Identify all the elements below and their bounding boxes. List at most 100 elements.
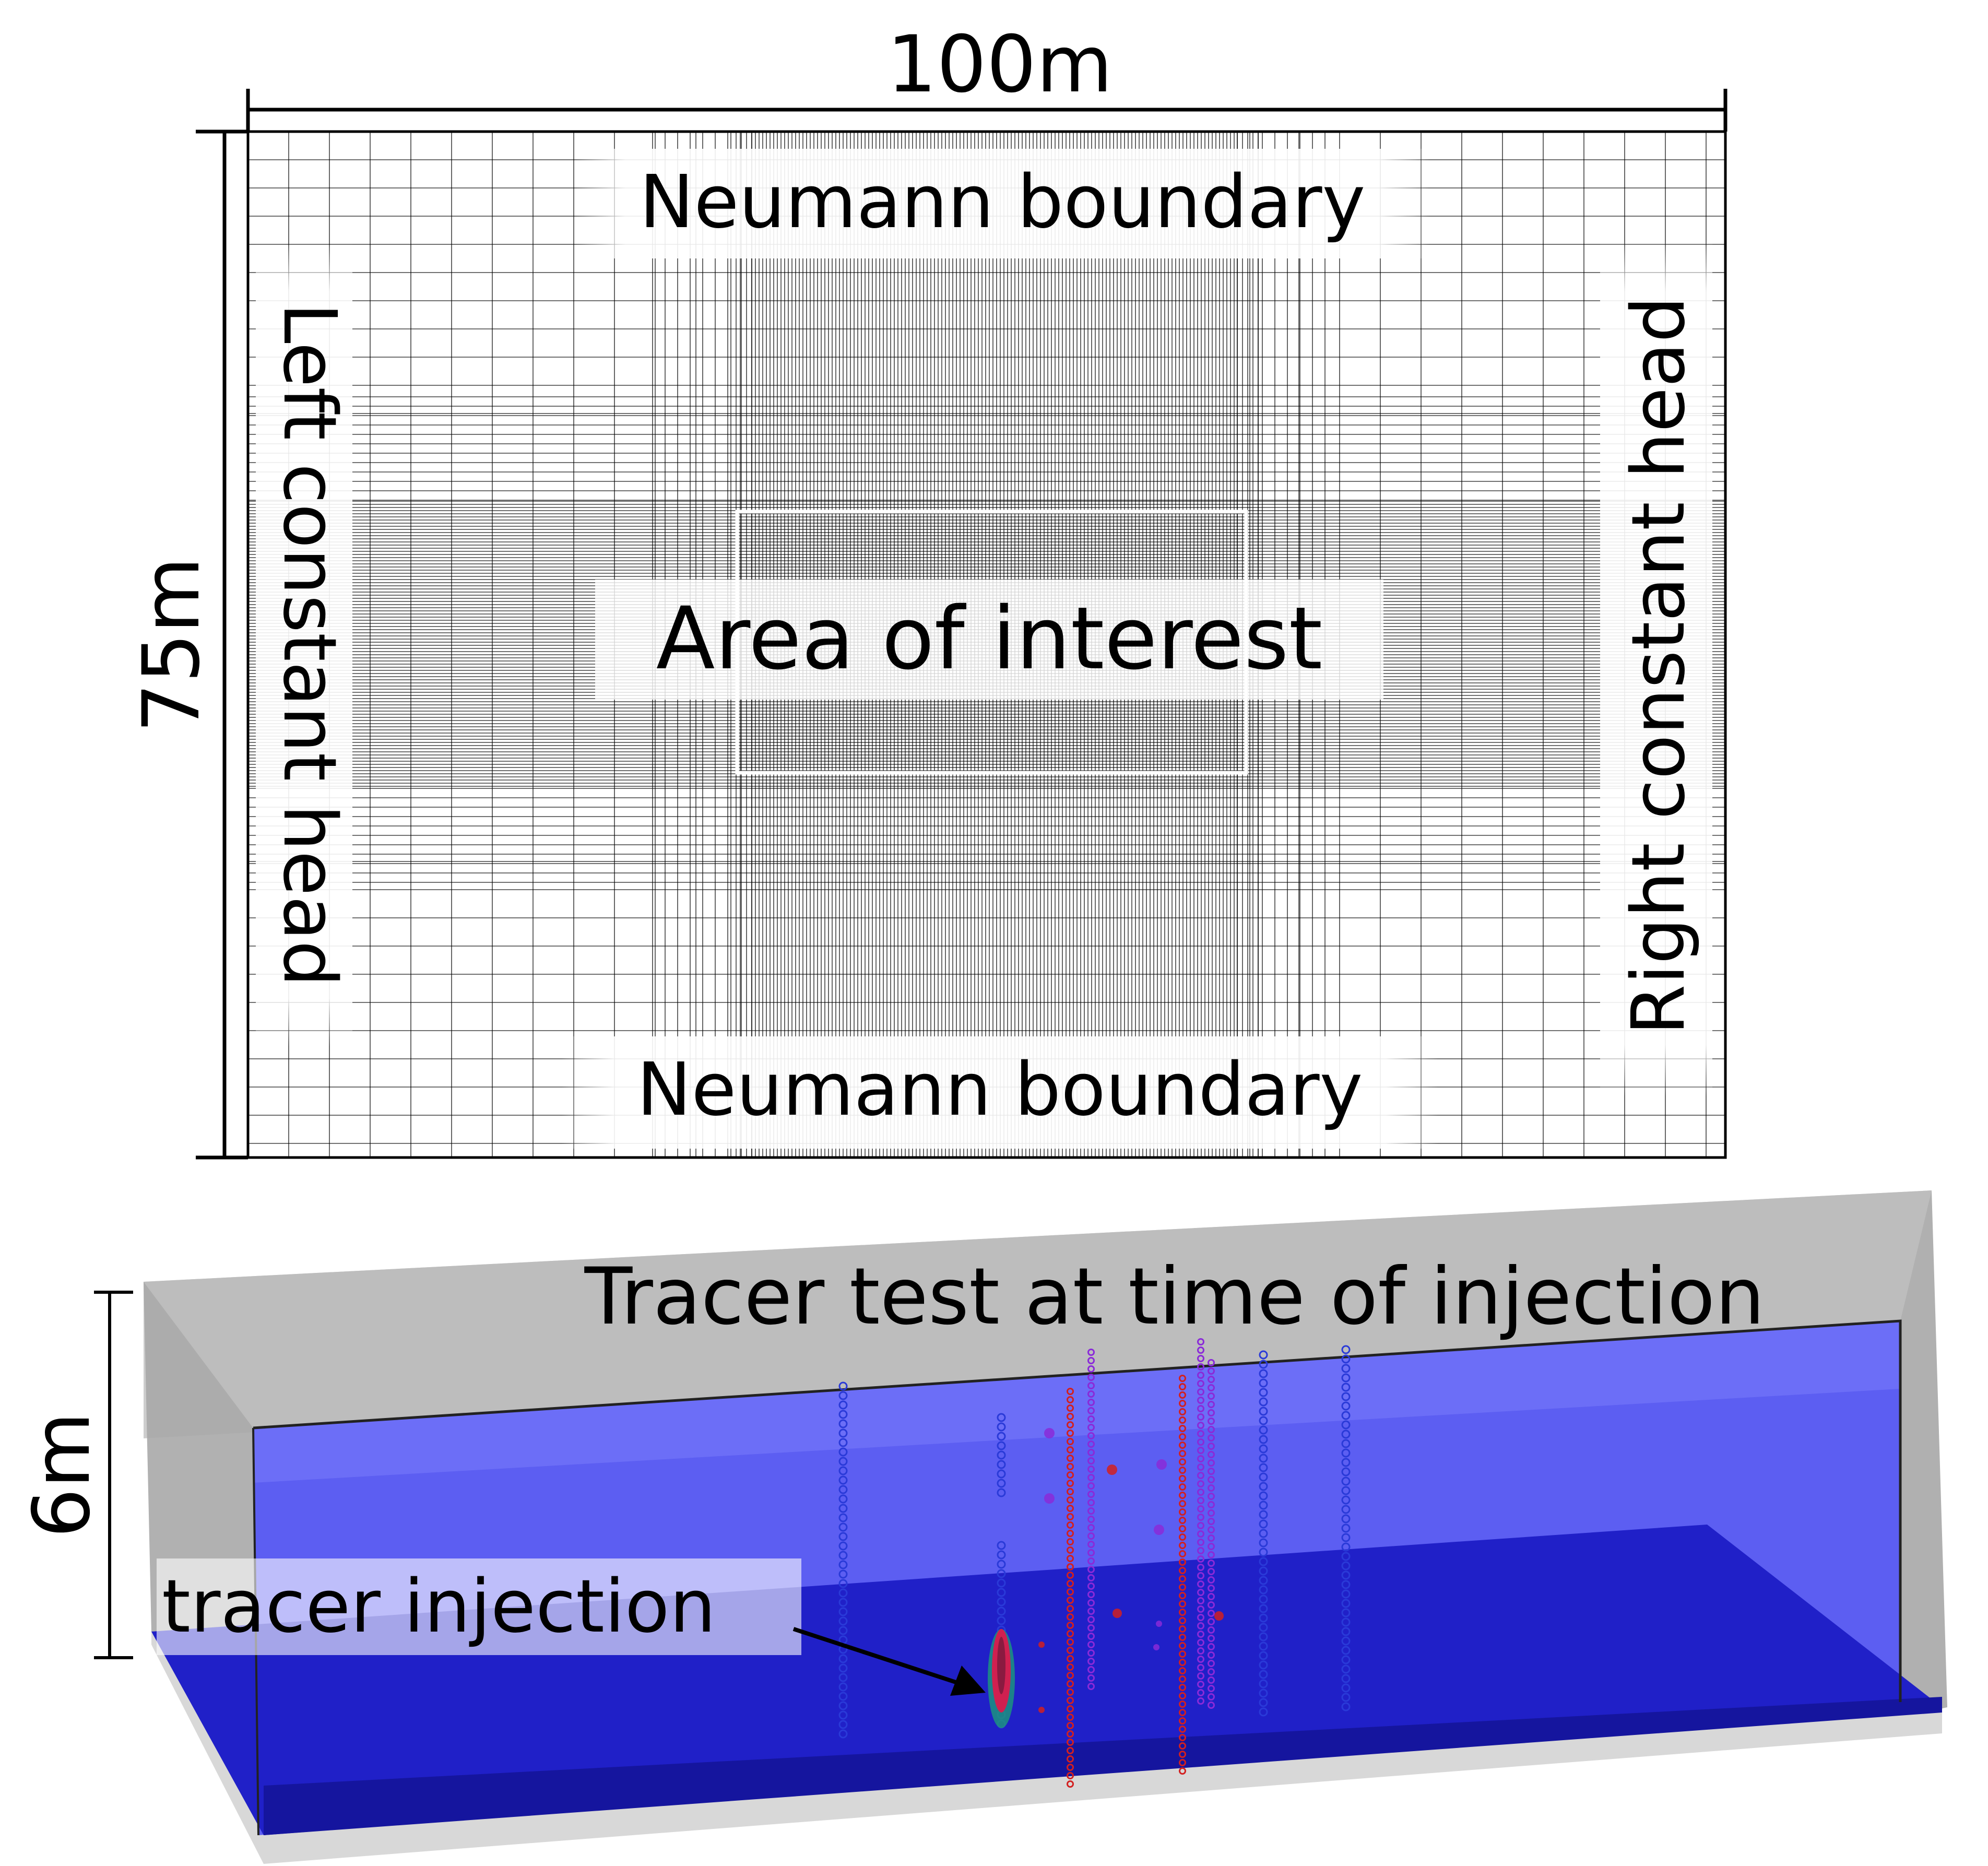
- sensor-point: [1208, 1685, 1215, 1692]
- mesh-border: [246, 130, 1727, 1159]
- sensor-point: [1179, 1533, 1186, 1541]
- sensor-point: [1208, 1426, 1215, 1433]
- sensor-point: [1179, 1575, 1186, 1582]
- sensor-point: [1259, 1604, 1268, 1613]
- sensor-point: [1208, 1668, 1215, 1675]
- sensor-point: [1179, 1767, 1186, 1775]
- sensor-point: [1197, 1489, 1204, 1496]
- sensor-point: [1087, 1382, 1095, 1389]
- sensor-point: [1197, 1388, 1204, 1396]
- sensor-point: [1208, 1601, 1215, 1609]
- sensor-point: [1341, 1636, 1351, 1646]
- left-boundary-label-bg: [256, 243, 352, 1047]
- sensor-point: [1087, 1516, 1095, 1523]
- sensor-point: [1208, 1409, 1215, 1416]
- sensor-point: [1259, 1679, 1268, 1688]
- sensor-point: [1208, 1484, 1215, 1492]
- sensor-point: [1197, 1372, 1204, 1379]
- sensor-point: [1259, 1613, 1268, 1623]
- sensor-point: [1197, 1447, 1204, 1454]
- sensor-point: [1208, 1635, 1215, 1642]
- sensor-point: [1197, 1605, 1204, 1613]
- sensor-point: [838, 1400, 848, 1410]
- sensor-point: [1067, 1538, 1074, 1545]
- sensor-point: [1197, 1463, 1204, 1471]
- sensor-point: [1341, 1401, 1351, 1411]
- sensor-point: [1067, 1663, 1074, 1671]
- sensor-point: [1208, 1392, 1215, 1400]
- sensor-point: [1259, 1501, 1268, 1510]
- sensor-point: [1208, 1359, 1215, 1366]
- sensor-point: [1067, 1388, 1074, 1395]
- sensor-point: [1067, 1496, 1074, 1504]
- sensor-point: [1197, 1530, 1204, 1538]
- sensor-point: [1341, 1523, 1351, 1533]
- sensor-point: [1197, 1338, 1204, 1345]
- sensor-point: [838, 1616, 848, 1626]
- sensor-point: [838, 1419, 848, 1428]
- sensor-point: [1179, 1600, 1186, 1608]
- sensor-point: [1087, 1407, 1095, 1414]
- sensor-point: [838, 1494, 848, 1504]
- sensor-point: [1197, 1664, 1204, 1671]
- sensor-point: [1087, 1507, 1095, 1515]
- sensor-point: [1087, 1599, 1095, 1607]
- sensor-point: [1259, 1378, 1268, 1388]
- sensor-point: [997, 1488, 1006, 1497]
- tracer-panel-title: Tracer test at time of injection: [584, 1251, 1765, 1342]
- sensor-point: [838, 1391, 848, 1400]
- sensor-point: [1179, 1492, 1186, 1499]
- sensor-point: [1067, 1597, 1074, 1604]
- sensor-point: [1067, 1404, 1074, 1412]
- sensor-point: [1179, 1425, 1186, 1432]
- sensor-point: [1179, 1667, 1186, 1674]
- sensor-point: [1087, 1357, 1095, 1364]
- sensor-point: [1341, 1430, 1351, 1439]
- sensor-point: [1341, 1514, 1351, 1523]
- sensor-point: [1179, 1375, 1186, 1382]
- sensor-point: [1087, 1466, 1095, 1473]
- sensor-point: [1341, 1570, 1351, 1580]
- sensor-point: [838, 1729, 848, 1739]
- sensor-point: [1087, 1424, 1095, 1431]
- sensor-point: [1197, 1564, 1204, 1571]
- sensor-point: [838, 1447, 848, 1457]
- sensor-point: [1341, 1505, 1351, 1514]
- injection-label-bg: [157, 1558, 801, 1655]
- sensor-point: [1341, 1674, 1351, 1683]
- sensor-point: [1087, 1415, 1095, 1423]
- sensor-point: [1259, 1707, 1268, 1717]
- sensor-point: [1087, 1674, 1095, 1682]
- sensor-point: [1341, 1420, 1351, 1430]
- sensor-point: [1208, 1568, 1215, 1575]
- sensor-point: [838, 1626, 848, 1635]
- sensor-point: [1197, 1656, 1204, 1663]
- sensor-point: [1087, 1474, 1095, 1481]
- sensor-point: [1214, 1611, 1224, 1621]
- sensor-point: [1179, 1567, 1186, 1574]
- height-dimension: [196, 129, 248, 1160]
- sensor-point: [1179, 1684, 1186, 1691]
- sensor-point: [1208, 1593, 1215, 1600]
- sensor-point: [1208, 1526, 1215, 1533]
- sensor-point: [1259, 1454, 1268, 1463]
- sensor-point: [1341, 1608, 1351, 1617]
- sensor-point: [838, 1438, 848, 1447]
- sensor-point: [1259, 1397, 1268, 1407]
- sensor-point: [1259, 1369, 1268, 1378]
- sensor-point: [1179, 1759, 1186, 1766]
- sensor-columns: [838, 1338, 1351, 1788]
- sensor-point: [1341, 1345, 1351, 1354]
- sensor-point: [1208, 1493, 1215, 1500]
- sensor-point: [1179, 1408, 1186, 1415]
- bottom-boundary-label: Neumann boundary: [637, 1047, 1363, 1132]
- sensor-point: [838, 1720, 848, 1729]
- sensor-point: [1067, 1638, 1074, 1646]
- sensor-point: [1208, 1459, 1215, 1467]
- sensor-point: [997, 1450, 1006, 1460]
- sensor-point: [1208, 1643, 1215, 1650]
- right-boundary-label: Right constant head: [1616, 296, 1701, 1035]
- sensor-point: [1067, 1471, 1074, 1479]
- sensor-point: [1179, 1542, 1186, 1549]
